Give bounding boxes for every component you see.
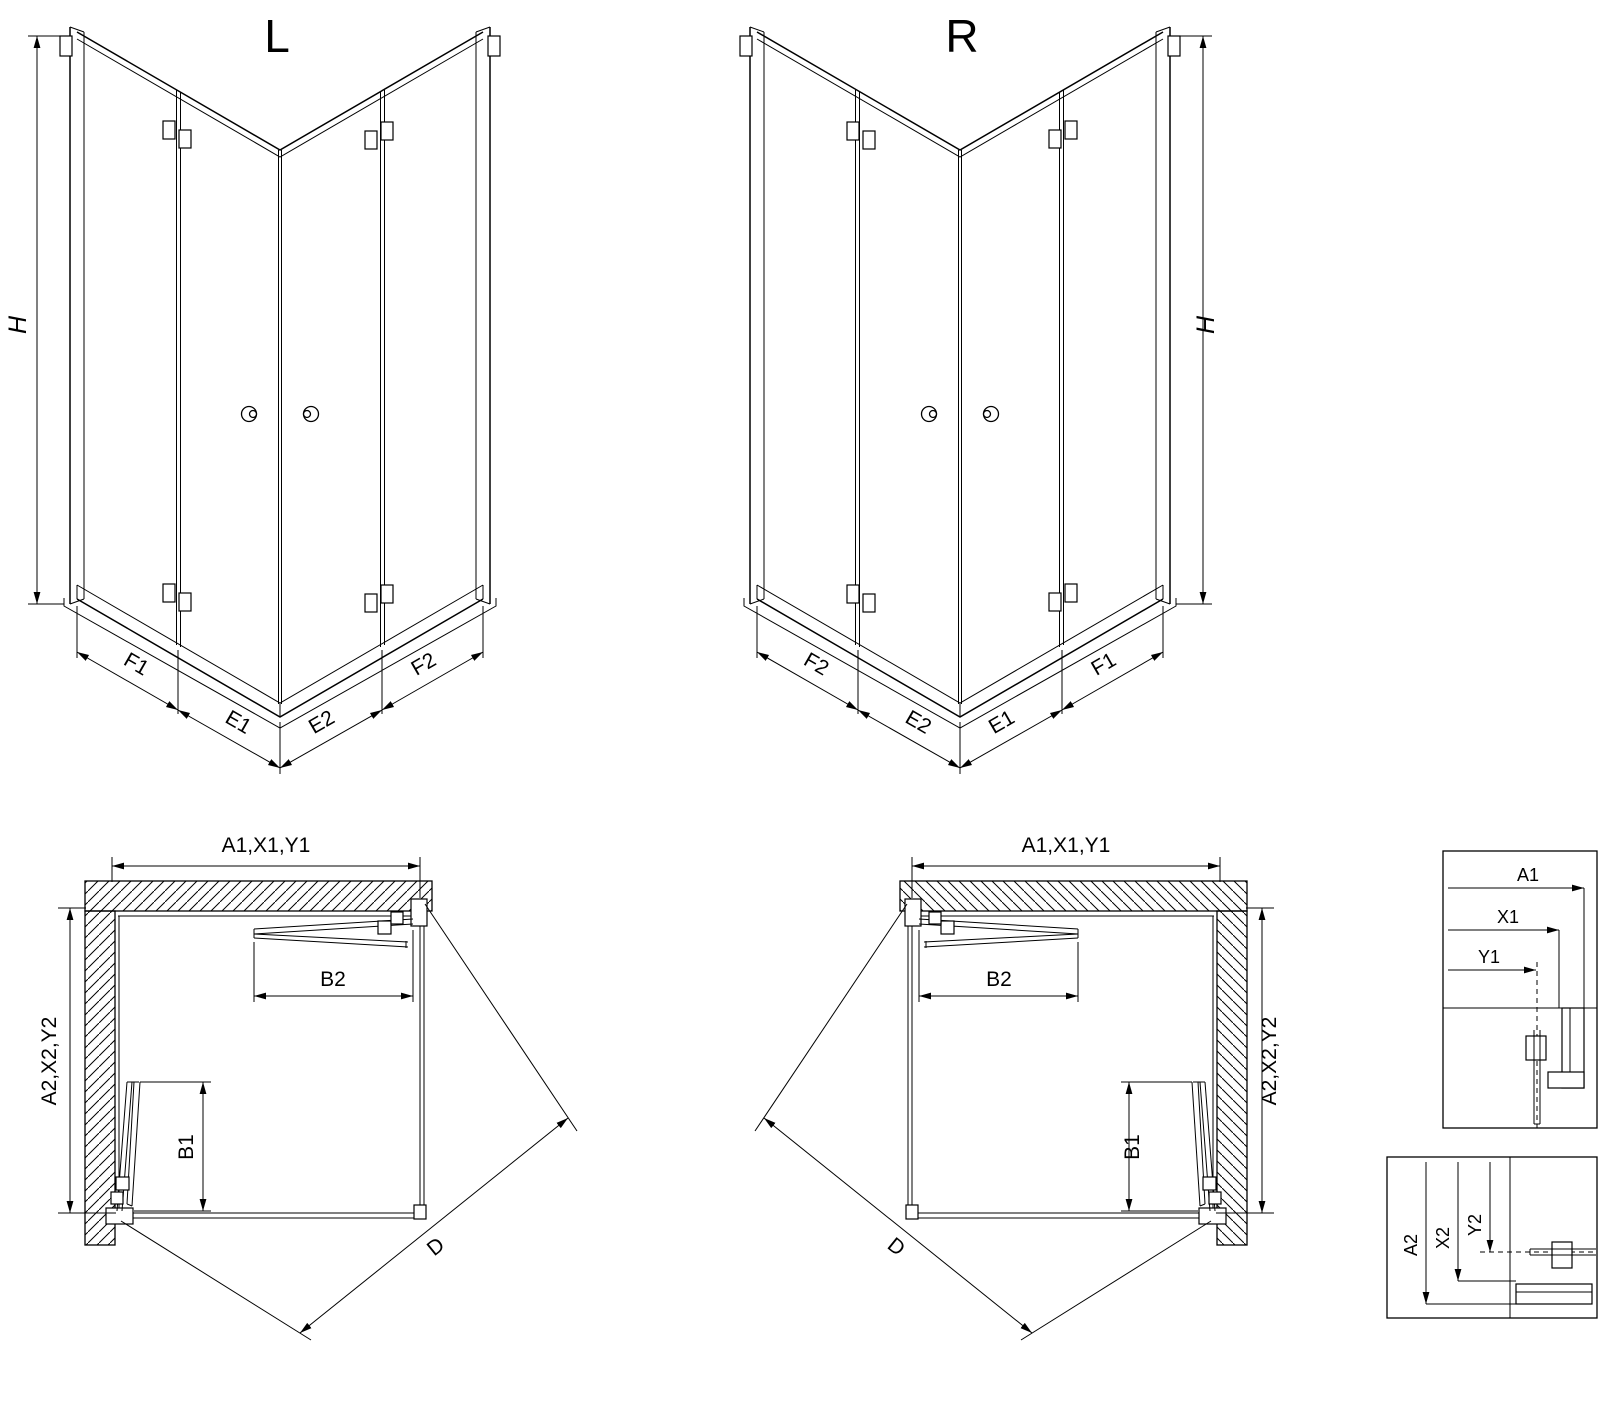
- profile-detail-bottom: [1386, 1156, 1598, 1319]
- plan-r-b1-label: B1: [1121, 1134, 1144, 1160]
- plan-view-left: [58, 857, 577, 1340]
- plan-l-b2-label: B2: [320, 968, 346, 991]
- wall-profile-section: [1515, 1241, 1596, 1305]
- plan-l-diagonal-label: D: [423, 1233, 449, 1260]
- view-r-height-label: H: [1192, 315, 1220, 334]
- plan-l-side-dimension: A2,X2,Y2: [38, 1017, 61, 1106]
- detail-a2-label: A2: [1401, 1234, 1421, 1256]
- plan-r-b2-label: B2: [986, 968, 1012, 991]
- wall-profile-section: [1525, 1007, 1585, 1125]
- plan-r-side-dimension: A2,X2,Y2: [1258, 1017, 1281, 1106]
- view-r-title: R: [945, 10, 978, 62]
- view-l-height-label: H: [4, 315, 32, 334]
- detail-x2-label: X2: [1433, 1227, 1453, 1249]
- detail-y2-label: Y2: [1465, 1214, 1485, 1236]
- plan-r-top-dimension: A1,X1,Y1: [1022, 834, 1111, 857]
- profile-detail-top: [1442, 850, 1598, 1129]
- detail-box: [1386, 1156, 1598, 1319]
- plan-l-top-dimension: A1,X1,Y1: [222, 834, 311, 857]
- plan-view-right: [755, 857, 1274, 1340]
- view-l-title: L: [264, 10, 290, 62]
- plan-r-diagonal-label: D: [883, 1233, 909, 1260]
- plan-l-b1-label: B1: [175, 1134, 198, 1160]
- detail-box: [1442, 850, 1598, 1129]
- detail-a1-label: A1: [1517, 865, 1539, 885]
- detail-y1-label: Y1: [1478, 947, 1500, 967]
- detail-x1-label: X1: [1497, 907, 1519, 927]
